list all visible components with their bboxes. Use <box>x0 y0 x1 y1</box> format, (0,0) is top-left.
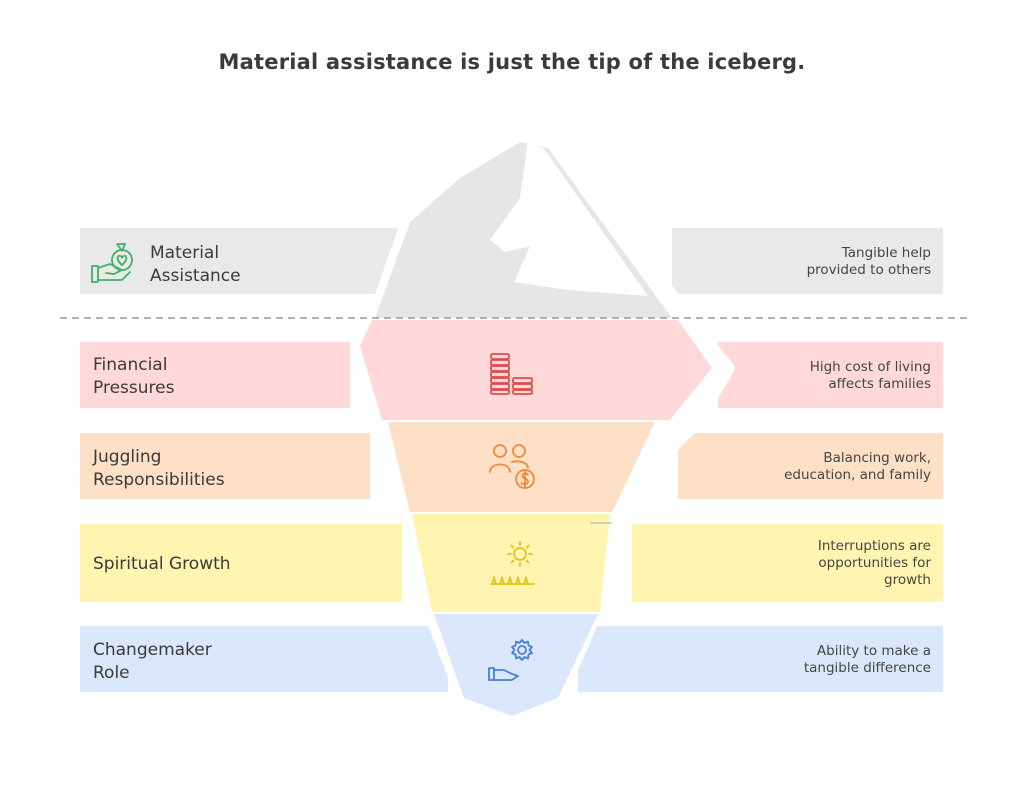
layer-juggling-description: Balancing work, education, and family <box>784 450 931 484</box>
page-title: Material assistance is just the tip of t… <box>218 50 806 74</box>
coin-stacks-icon <box>490 353 533 395</box>
layer-title-text: Financial Pressures <box>93 355 175 398</box>
band-juggling-left <box>80 433 370 499</box>
iceberg-layer-changemaker <box>434 614 598 716</box>
layer-material-description: Tangible help provided to others <box>807 245 931 279</box>
iceberg-layer-juggling <box>388 422 655 512</box>
band-financial-right <box>718 342 943 408</box>
hand-money-bag-icon <box>91 243 133 283</box>
layer-title-text: Juggling Responsibilities <box>93 447 225 490</box>
layer-changemaker-title: Changemaker Role <box>93 639 212 685</box>
iceberg-snow-cap <box>490 140 648 296</box>
layer-juggling-title: Juggling Responsibilities <box>93 446 225 492</box>
layer-material-title: Material Assistance <box>150 242 241 288</box>
band-material-right <box>672 228 943 294</box>
layer-description-text: Ability to make a tangible difference <box>803 643 931 676</box>
band-financial-left <box>80 342 350 408</box>
hand-gear-icon <box>488 639 533 681</box>
sun-grass-icon <box>490 541 535 585</box>
layer-changemaker-description: Ability to make a tangible difference <box>804 643 931 677</box>
band-changemaker-left <box>80 626 448 692</box>
band-spiritual-right <box>632 524 943 602</box>
layer-description-text: Tangible help provided to others <box>806 245 931 278</box>
layer-financial-description: High cost of living affects families <box>810 359 931 393</box>
iceberg-layer-financial <box>360 320 712 420</box>
band-juggling-right <box>678 433 943 499</box>
band-material-left <box>80 228 410 294</box>
layer-financial-title: Financial Pressures <box>93 354 174 400</box>
layer-title-text: Changemaker Role <box>93 640 212 683</box>
layer-description-text: Interruptions are opportunities for grow… <box>817 538 931 588</box>
people-dollar-icon <box>489 444 535 489</box>
band-changemaker-right <box>578 626 943 692</box>
layer-description-text: Balancing work, education, and family <box>784 450 931 483</box>
layer-description-text: High cost of living affects families <box>809 359 931 392</box>
layer-spiritual-title: Spiritual Growth <box>93 553 231 576</box>
layer-spiritual-description: Interruptions are opportunities for grow… <box>818 538 931 589</box>
band-spiritual-left <box>80 524 402 602</box>
layer-title-text: Spiritual Growth <box>93 554 231 574</box>
layer-title-text: Material Assistance <box>150 243 241 286</box>
